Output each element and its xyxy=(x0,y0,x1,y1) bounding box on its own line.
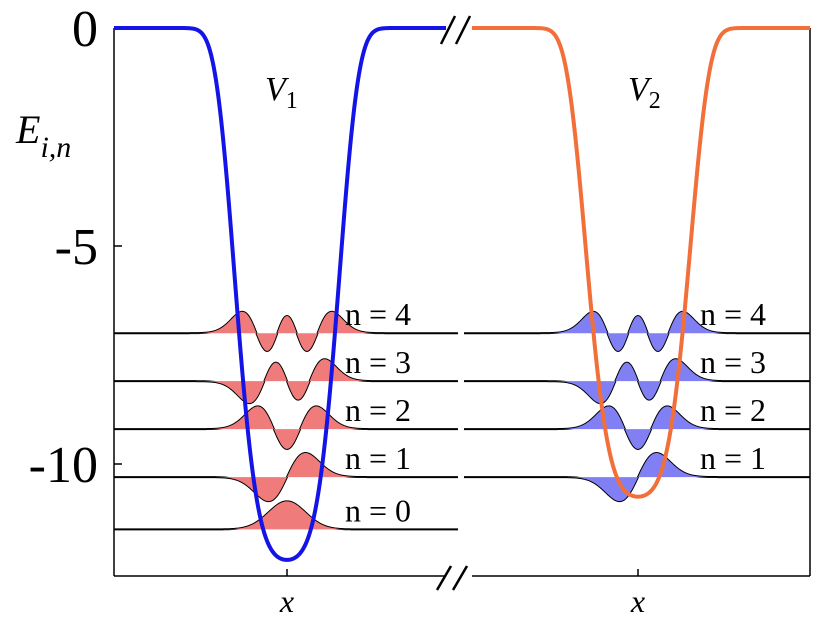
potential-curve xyxy=(471,26,811,499)
y-axis-title: Ei,n xyxy=(15,107,71,164)
wavefunction-fill xyxy=(464,406,810,449)
level-label: n = 2 xyxy=(700,392,766,428)
x-axis-label: x xyxy=(279,583,294,619)
potential-label: V1 xyxy=(265,71,298,114)
wavefunction-fill xyxy=(464,311,810,351)
y-axis-title-sub: i,n xyxy=(40,131,71,164)
potential-label-sub: 1 xyxy=(286,88,298,114)
wavefunction-fill xyxy=(464,453,810,502)
x-axis-label: x xyxy=(630,583,645,619)
level-label: n = 0 xyxy=(345,492,411,528)
potentials xyxy=(113,26,811,562)
level-label: n = 4 xyxy=(700,296,766,332)
potential-curve xyxy=(113,26,447,562)
potential-label: V2 xyxy=(628,71,661,114)
wavefunction-fill xyxy=(114,359,458,404)
wavefunction-fill xyxy=(114,501,458,530)
level-label: n = 3 xyxy=(700,344,766,380)
wavefunction-fill xyxy=(114,311,458,351)
y-ticks: 0 -5 -10 xyxy=(29,1,122,494)
axis-break-top xyxy=(439,15,472,45)
y-axis-title-main: E xyxy=(15,107,40,152)
level-label: n = 1 xyxy=(700,440,766,476)
y-tick-label: -10 xyxy=(29,437,98,494)
level-label: n = 2 xyxy=(345,392,411,428)
axes-frame xyxy=(113,15,811,591)
wavefunction-fill xyxy=(114,406,458,449)
potential-label-sub: 2 xyxy=(649,88,661,114)
wavefunction-fill xyxy=(114,453,458,502)
level-label: n = 3 xyxy=(345,344,411,380)
y-tick-label: -5 xyxy=(55,219,98,276)
wavefunctions xyxy=(114,311,810,530)
wavefunction-fill xyxy=(464,359,810,404)
labels: n = 4 n = 3 n = 2 n = 1 n = 0 V1 x n = 4 n = 3 n … xyxy=(265,71,766,619)
level-label: n = 1 xyxy=(345,440,411,476)
axis-break-bottom xyxy=(435,565,469,591)
level-label: n = 4 xyxy=(345,296,411,332)
y-tick-label: 0 xyxy=(72,1,98,58)
